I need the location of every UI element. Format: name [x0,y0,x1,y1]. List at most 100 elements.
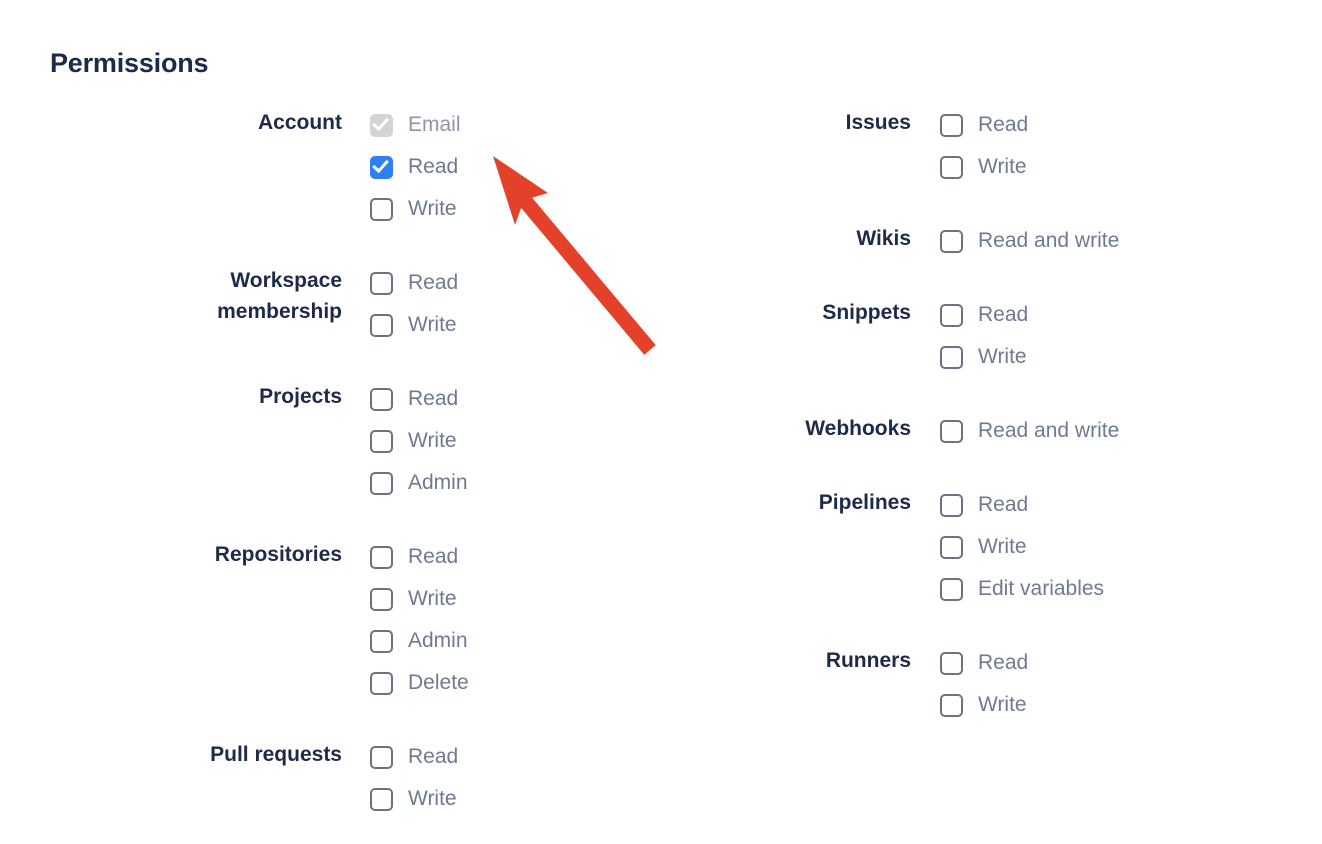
permission-group-label: Webhooks [805,417,911,440]
checkbox-checked-icon[interactable] [370,155,393,179]
permission-option-label[interactable]: Read [408,271,459,294]
permission-options: Read and write [940,410,1119,452]
permission-option-row[interactable]: Read [370,536,469,578]
permission-option-row[interactable]: Read [370,736,458,778]
checkbox-unchecked-icon[interactable] [940,155,963,179]
permission-option-row[interactable]: Read [370,262,458,304]
permission-option-row[interactable]: Edit variables [940,568,1104,610]
permission-option-row[interactable]: Read [940,484,1104,526]
checkbox-unchecked-icon[interactable] [370,313,393,337]
permission-option-label[interactable]: Write [408,787,457,810]
permission-option-label[interactable]: Read [408,155,459,178]
checkbox-unchecked-icon[interactable] [370,545,393,569]
permission-option-label[interactable]: Read [408,387,459,410]
permission-option-row[interactable]: Read [940,294,1028,336]
permission-option-label[interactable]: Read [978,651,1029,674]
checkbox-unchecked-icon[interactable] [370,271,393,295]
permission-option-row[interactable]: Admin [370,462,468,504]
checkbox-unchecked-icon[interactable] [940,535,963,559]
permission-group-label: Runners [825,649,911,672]
checkbox-unchecked-icon[interactable] [940,419,963,443]
permission-option-label[interactable]: Edit variables [978,577,1105,600]
checkbox-unchecked-icon[interactable] [370,587,393,611]
permission-option-label[interactable]: Write [978,345,1027,368]
permission-option-row[interactable]: Read [940,104,1028,146]
permission-group-label: Issues [845,111,911,134]
checkbox-unchecked-icon[interactable] [370,787,393,811]
checkbox-unchecked-icon[interactable] [940,303,963,327]
permission-option-row[interactable]: Write [940,146,1028,188]
checkbox-unchecked-icon[interactable] [370,629,393,653]
permission-option-label[interactable]: Write [978,155,1027,178]
permission-option-label[interactable]: Read [978,303,1029,326]
permission-option-label[interactable]: Read [978,113,1029,136]
permission-option-row[interactable]: Delete [370,662,469,704]
checkmark-icon [372,113,389,131]
permission-option-label[interactable]: Write [408,197,457,220]
permission-option-row[interactable]: Read and write [940,220,1119,262]
checkbox-unchecked-icon[interactable] [940,113,963,137]
permission-option-row[interactable]: Read [370,146,461,188]
permission-option-label[interactable]: Read and write [978,419,1120,442]
checkbox-unchecked-icon[interactable] [940,577,963,601]
permission-option-row[interactable]: Write [940,336,1028,378]
permission-option-label[interactable]: Write [408,313,457,336]
checkbox-unchecked-icon[interactable] [940,493,963,517]
permission-option-row[interactable]: Write [370,304,458,346]
permission-option-label[interactable]: Admin [408,629,468,652]
checkbox-unchecked-icon[interactable] [370,429,393,453]
permission-option-label[interactable]: Read [978,493,1029,516]
permission-option-label[interactable]: Write [408,587,457,610]
permission-option-row[interactable]: Read [940,642,1028,684]
permission-option-label[interactable]: Admin [408,471,468,494]
checkbox-unchecked-icon[interactable] [940,693,963,717]
permission-option-row[interactable]: Write [370,778,458,820]
permission-option-row[interactable]: Write [940,684,1028,726]
checkbox-unchecked-icon[interactable] [370,471,393,495]
checkbox-unchecked-icon[interactable] [370,671,393,695]
permission-option-row[interactable]: Write [370,188,461,230]
permission-option-label: Email [408,113,461,136]
permission-group: Webhooks Read and write [660,410,1322,452]
checkbox-unchecked-icon[interactable] [940,229,963,253]
permission-option-label[interactable]: Read [408,545,459,568]
checkbox-unchecked-icon[interactable] [940,651,963,675]
permission-group-label: Pipelines [818,491,911,514]
page-title: Permissions [50,48,209,78]
permission-group-label: Account [258,111,342,134]
permission-option-label[interactable]: Delete [408,671,469,694]
permission-group-label: Pull requests [210,743,342,766]
permission-option-label[interactable]: Write [978,535,1027,558]
permission-group-label: Wikis [856,227,911,250]
checkbox-unchecked-icon[interactable] [370,387,393,411]
checkbox-unchecked-icon[interactable] [370,745,393,769]
permission-option-row[interactable]: Write [370,420,468,462]
permission-group-label: Projects [259,385,342,408]
permission-option-label[interactable]: Read and write [978,229,1120,252]
permission-option-row[interactable]: Admin [370,620,469,662]
checkbox-checked-icon [370,113,393,137]
checkbox-unchecked-icon[interactable] [370,197,393,221]
checkbox-unchecked-icon[interactable] [940,345,963,369]
permission-option-label[interactable]: Read [408,745,459,768]
permission-option-row[interactable]: Write [940,526,1104,568]
permission-option-row[interactable]: Read [370,378,468,420]
permission-option-row[interactable]: Read and write [940,410,1119,452]
permission-option-row[interactable]: Write [370,578,469,620]
permission-option-label[interactable]: Write [978,693,1027,716]
permission-option-label[interactable]: Write [408,429,457,452]
